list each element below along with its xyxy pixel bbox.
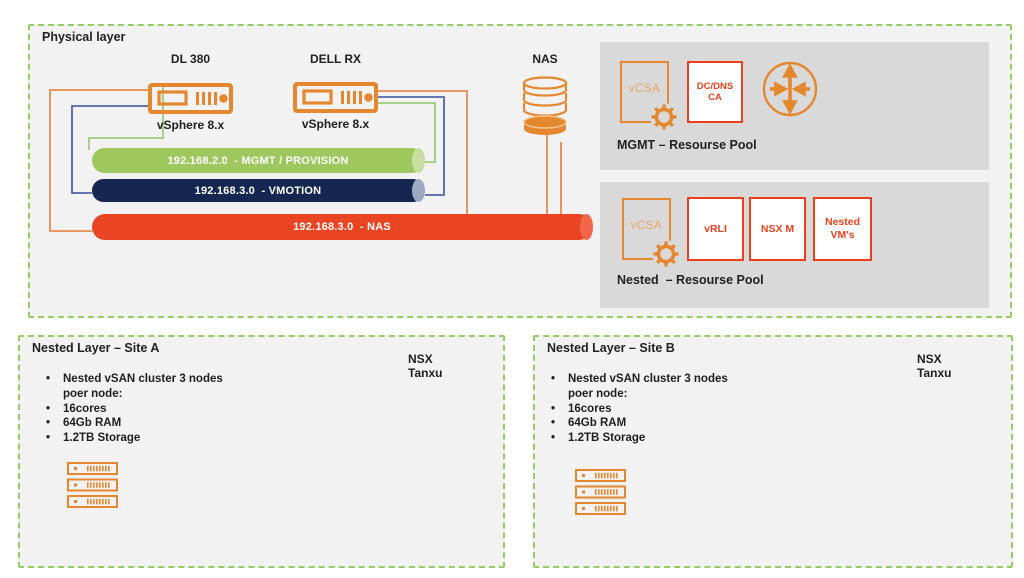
dc-dns-line: DC/DNS	[696, 80, 734, 92]
spec-item: 16cores	[551, 402, 871, 417]
spec-item: 64Gb RAM	[551, 416, 871, 431]
network-bar-mgmt: 192.168.2.0 - MGMT / PROVISION	[92, 148, 425, 173]
site-a-specs: Nested vSAN cluster 3 nodes poer node: 1…	[46, 372, 366, 446]
nested-vms-line1: Nested	[824, 216, 860, 229]
site-a-title: Nested Layer – Site A	[32, 341, 160, 355]
spec-item: 16cores	[46, 402, 366, 417]
host-dellrx-platform: vSphere 8.x	[301, 117, 370, 131]
nested-vms-box: Nested VM's	[813, 197, 872, 261]
nsx-m-label: NSX M	[760, 222, 795, 235]
site-b-panel	[533, 335, 1013, 568]
cylinder-cap	[580, 214, 593, 240]
nsx-m-box: NSX M	[749, 197, 806, 261]
site-a-panel	[18, 335, 505, 568]
host-dellrx-name: DELL RX	[309, 52, 362, 66]
physical-layer-title: Physical layer	[42, 30, 126, 44]
site-b-specs: Nested vSAN cluster 3 nodes poer node: 1…	[551, 372, 871, 446]
nested-pool-title: Nested – Resourse Pool	[617, 273, 764, 287]
cylinder-cap	[412, 148, 425, 173]
vcsa-label: vCSA	[630, 220, 663, 232]
network-bar-nas: 192.168.3.0 - NAS	[92, 214, 593, 240]
ca-line: CA	[708, 92, 722, 103]
nsx-line: NSX	[917, 352, 942, 366]
site-a-nsx-label: NSX Tanxu	[408, 352, 443, 380]
server-icon-dellrx	[293, 82, 378, 113]
network-bar-nas-label: 192.168.3.0 - NAS	[293, 221, 391, 233]
vcsa-label: vCSA	[628, 83, 661, 95]
nsx-line: NSX	[408, 352, 433, 366]
vcsa-box-nested: vCSA	[622, 198, 671, 260]
host-dl380-name: DL 380	[170, 52, 211, 66]
spec-item-continuation: poer node:	[63, 387, 123, 400]
nested-vms-line2: VM's	[830, 229, 855, 241]
spec-item: Nested vSAN cluster 3 nodes	[46, 372, 366, 387]
dc-dns-ca-box: DC/DNS CA	[687, 61, 743, 123]
spec-item: 1.2TB Storage	[46, 431, 366, 446]
site-a-node-stack-icon	[67, 462, 118, 508]
network-bar-vmotion: 192.168.3.0 - VMOTION	[92, 179, 425, 202]
host-dl380-platform: vSphere 8.x	[156, 118, 225, 132]
tanxu-line: Tanxu	[917, 365, 952, 380]
cylinder-cap	[412, 179, 425, 202]
tanxu-line: Tanxu	[408, 365, 443, 380]
network-bar-mgmt-label: 192.168.2.0 - MGMT / PROVISION	[167, 154, 349, 167]
mgmt-pool-title: MGMT – Resourse Pool	[617, 138, 757, 152]
network-bar-vmotion-label: 192.168.3.0 - VMOTION	[194, 184, 322, 197]
vrli-label: vRLI	[704, 222, 727, 235]
spec-item: Nested vSAN cluster 3 nodes	[551, 372, 871, 387]
nas-label: NAS	[532, 52, 558, 66]
spec-item: 64Gb RAM	[46, 416, 366, 431]
server-icon-dl380	[148, 83, 233, 114]
site-b-node-stack-icon	[575, 469, 626, 515]
site-b-nsx-label: NSX Tanxu	[917, 352, 952, 380]
spec-item-continuation: poer node:	[568, 387, 628, 400]
gear-icon	[652, 240, 680, 268]
vrli-box: vRLI	[687, 197, 744, 261]
nas-storage-icon	[522, 76, 568, 135]
site-b-title: Nested Layer – Site B	[547, 341, 675, 355]
vcsa-box-mgmt: vCSA	[620, 61, 669, 123]
gear-icon	[650, 103, 678, 131]
spec-item: 1.2TB Storage	[551, 431, 871, 446]
router-icon	[762, 61, 818, 117]
